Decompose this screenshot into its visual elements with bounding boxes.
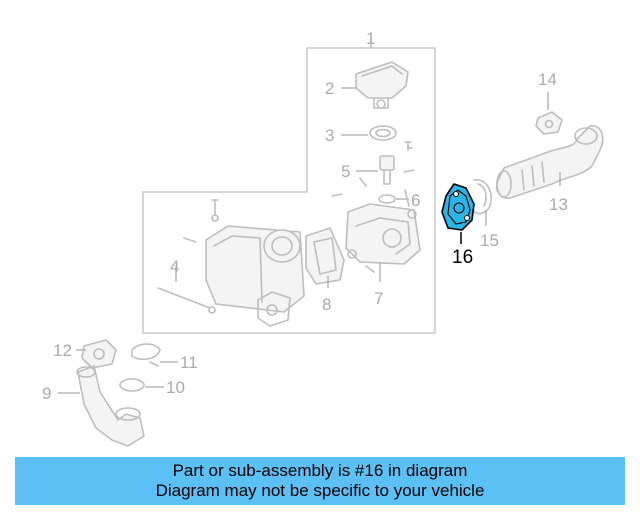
- banner-line-2: Diagram may not be specific to your vehi…: [155, 481, 485, 500]
- part-5-sensor: [379, 155, 395, 185]
- callout-13: 13: [549, 195, 568, 214]
- part-9-pipe: [77, 365, 145, 447]
- callout-10: 10: [166, 378, 185, 397]
- callout-9: 9: [42, 384, 51, 403]
- part-16-highlighted-gasket: [441, 183, 475, 231]
- part-15-clamp-ring: [471, 179, 492, 215]
- callout-12: 12: [53, 341, 72, 360]
- part-7-valve-body: [345, 203, 421, 265]
- callout-7: 7: [374, 289, 383, 308]
- part-14-flange: [535, 111, 563, 135]
- part-11-clamp: [131, 343, 161, 361]
- part-3-gasket: [369, 125, 397, 141]
- callout-2: 2: [325, 79, 334, 98]
- callout-4: 4: [170, 257, 179, 276]
- callout-14: 14: [538, 70, 557, 89]
- callout-16: 16: [452, 247, 473, 268]
- part-2-valve-head: [355, 61, 409, 109]
- callout-15: 15: [480, 231, 499, 250]
- part-6-o-ring: [378, 194, 396, 204]
- callout-8: 8: [322, 295, 331, 314]
- callout-3: 3: [325, 126, 334, 145]
- callout-1: 1: [366, 29, 375, 48]
- assembly-outline: [142, 47, 436, 334]
- part-13-pipe-assembly: [495, 125, 604, 200]
- part-4-rod: [157, 287, 211, 309]
- banner-line-1: Part or sub-assembly is #16 in diagram: [172, 461, 468, 480]
- part-12-flange-gasket: [81, 339, 117, 369]
- part-10-ring-gasket: [119, 378, 145, 392]
- callout-11: 11: [180, 353, 198, 372]
- part-8-gasket-plate: [305, 227, 345, 285]
- callout-5: 5: [341, 162, 350, 181]
- part-4-cooler-housing: [183, 199, 305, 327]
- callout-6: 6: [411, 191, 420, 210]
- info-banner: Part or sub-assembly is #16 in diagram D…: [15, 457, 625, 505]
